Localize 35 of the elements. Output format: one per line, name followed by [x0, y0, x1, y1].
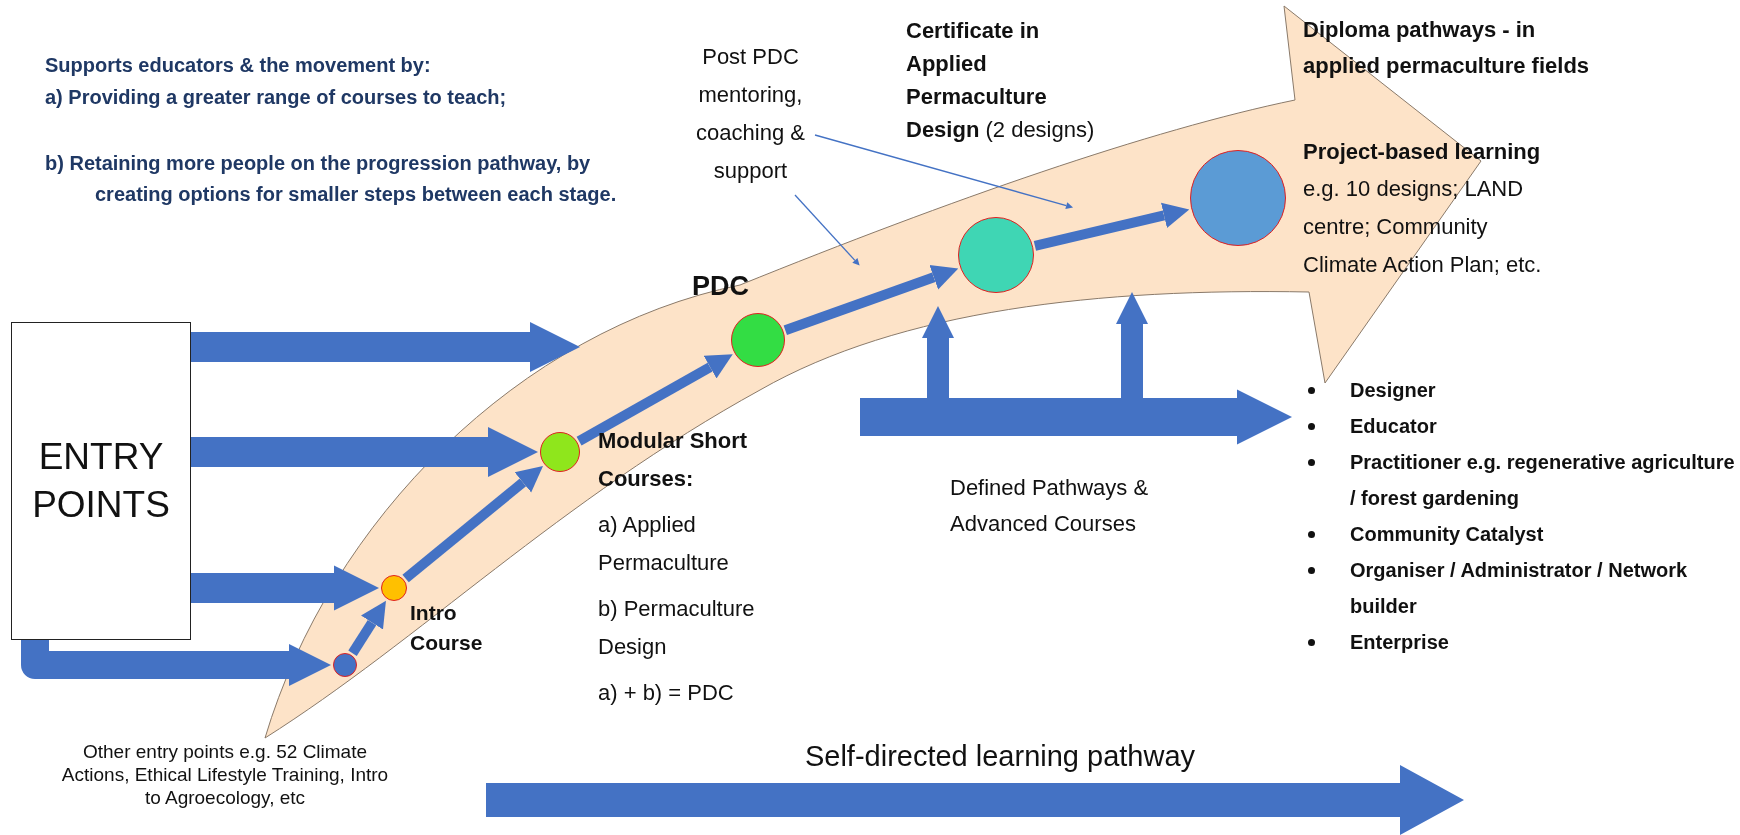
list-item: Designer	[1350, 379, 1436, 401]
list-text: b) Retaining more people on the progression pathway, by creating options for smaller steps between each stage.	[45, 151, 618, 207]
arrow	[783, 264, 959, 335]
entry-box: ENTRY POINTS	[11, 322, 191, 640]
leader-line	[814, 134, 1074, 209]
stage-label: Intro Course	[410, 600, 484, 656]
arrow	[191, 565, 379, 611]
stage-label: Modular Short Courses:	[598, 427, 749, 493]
arrow	[1033, 202, 1190, 251]
arrow	[576, 354, 733, 446]
arrow	[860, 389, 1292, 445]
stage-label: PDC	[692, 270, 750, 302]
stage-label: Other entry points e.g. 52 Climate Actions, Ethical Lifestyle Training, Intro to Agroecology, etc	[60, 740, 390, 809]
arrow	[402, 465, 543, 583]
list-item: Practitioner e.g. regenerative agriculture / forest gardening	[1350, 451, 1735, 509]
stage-label: Certificate in Applied Permaculture Design (2 designs)	[906, 17, 1096, 144]
arrow	[348, 600, 386, 656]
pathway-label: Self-directed learning pathway	[803, 739, 1197, 774]
list-item: Enterprise	[1350, 631, 1449, 653]
list-item: Community Catalyst	[1350, 523, 1544, 545]
list-text: a) Providing a greater range of courses to teach;	[45, 85, 508, 110]
note-text: Post PDC mentoring, coaching & support	[668, 38, 833, 190]
stage-label: Project-based learning	[1303, 138, 1542, 166]
stage-label: Diploma pathways - in applied permaculture fields	[1303, 16, 1591, 80]
arrow	[1116, 292, 1148, 400]
arrow	[922, 306, 954, 400]
stage-label: a) + b) = PDC	[598, 679, 735, 707]
arrow	[21, 640, 331, 686]
leader-line	[794, 194, 860, 266]
arrow	[191, 427, 538, 477]
list-item: Educator	[1350, 415, 1437, 437]
arrow	[191, 322, 580, 372]
stage-label: e.g. 10 designs; LAND centre; Community Climate Action Plan; etc.	[1303, 175, 1543, 279]
heading-text: Supports educators & the movement by:	[45, 53, 432, 78]
list-item: Organiser / Administrator / Network builder	[1350, 559, 1688, 617]
